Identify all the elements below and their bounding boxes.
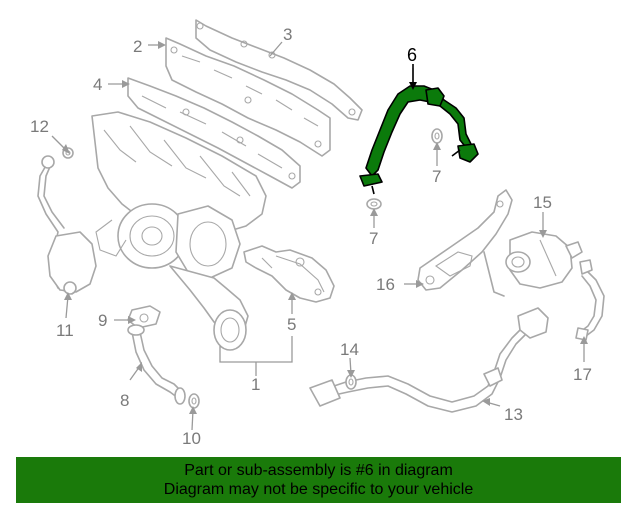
part-7-washer-top[interactable] bbox=[431, 128, 443, 144]
callout-11[interactable]: 11 bbox=[56, 321, 74, 340]
part-6-oil-line-highlighted[interactable] bbox=[359, 85, 479, 195]
callout-2[interactable]: 2 bbox=[133, 37, 142, 56]
callout-4[interactable]: 4 bbox=[93, 75, 102, 94]
callout-7-top[interactable]: 7 bbox=[432, 167, 441, 186]
part-16-bracket[interactable] bbox=[417, 189, 513, 297]
part-7-washer-bottom[interactable] bbox=[366, 198, 382, 210]
callout-1[interactable]: 1 bbox=[251, 375, 260, 394]
callout-13[interactable]: 13 bbox=[504, 405, 523, 424]
callout-14[interactable]: 14 bbox=[340, 340, 359, 359]
part-13-coolant-line[interactable] bbox=[309, 307, 549, 413]
part-3-gasket[interactable] bbox=[195, 19, 363, 121]
callout-8[interactable]: 8 bbox=[120, 391, 129, 410]
callout-7-bottom[interactable]: 7 bbox=[369, 229, 378, 248]
parts-diagram: 1 2 3 4 5 6 7 7 8 9 10 11 12 13 14 15 16… bbox=[30, 19, 605, 448]
part-17-hose[interactable] bbox=[575, 259, 605, 341]
part-11-oil-line[interactable] bbox=[37, 155, 97, 295]
callout-9[interactable]: 9 bbox=[98, 311, 107, 330]
callout-3[interactable]: 3 bbox=[283, 25, 292, 44]
part-6-leader-arrow bbox=[409, 82, 417, 90]
banner-line-2: Diagram may not be specific to your vehi… bbox=[163, 481, 474, 498]
callout-15[interactable]: 15 bbox=[533, 193, 552, 212]
banner-line-1: Part or sub-assembly is #6 in diagram bbox=[184, 462, 453, 479]
callout-16[interactable]: 16 bbox=[376, 275, 395, 294]
part-5-actuator[interactable] bbox=[243, 245, 335, 303]
part-15-pump[interactable] bbox=[505, 231, 583, 289]
part-4-heat-shield[interactable] bbox=[127, 77, 301, 189]
part-10-washer[interactable] bbox=[188, 393, 200, 409]
callout-6[interactable]: 6 bbox=[407, 45, 417, 65]
callout-17[interactable]: 17 bbox=[573, 365, 592, 384]
part-1-turbocharger[interactable] bbox=[91, 111, 267, 351]
part-8-return-pipe[interactable] bbox=[127, 324, 186, 405]
part-2-gasket-plate[interactable] bbox=[165, 37, 331, 157]
callout-5[interactable]: 5 bbox=[287, 315, 296, 334]
callout-10[interactable]: 10 bbox=[182, 429, 201, 448]
leader-arrows bbox=[62, 41, 588, 414]
info-banner: Part or sub-assembly is #6 in diagram Di… bbox=[16, 457, 621, 503]
callout-12[interactable]: 12 bbox=[30, 117, 49, 136]
